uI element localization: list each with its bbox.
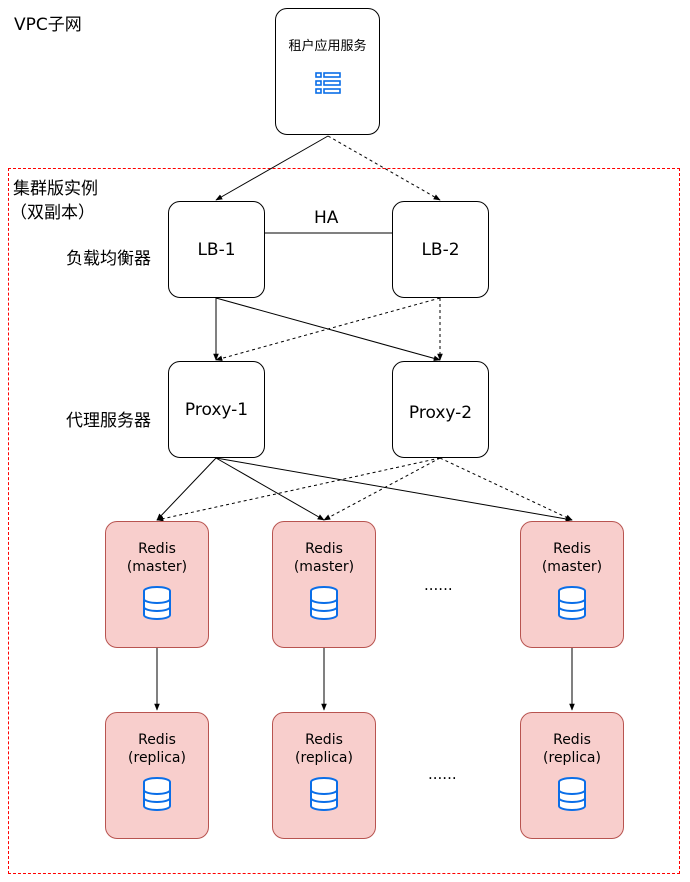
lb-1-node: LB-1 bbox=[168, 201, 265, 298]
lb-2-label: LB-2 bbox=[421, 239, 460, 260]
database-icon bbox=[558, 777, 586, 811]
redis-name: Redis bbox=[305, 541, 343, 557]
ellipsis-masters: ...... bbox=[424, 576, 453, 594]
redis-role: (master) bbox=[126, 559, 188, 575]
ha-label: HA bbox=[314, 208, 339, 228]
edge-lb2-proxy1 bbox=[215, 297, 441, 362]
redis-name: Redis bbox=[305, 732, 343, 748]
ellipsis-replicas: ...... bbox=[428, 765, 457, 783]
edge-proxy1-master3 bbox=[215, 457, 573, 522]
redis-role: (replica) bbox=[128, 750, 186, 766]
redis-name: Redis bbox=[138, 732, 176, 748]
proxy-1-label: Proxy-1 bbox=[184, 399, 249, 420]
tenant-app-service: 租户应用服务 bbox=[275, 8, 380, 135]
cluster-subtitle: （双副本） bbox=[10, 203, 95, 223]
redis-name: Redis bbox=[553, 732, 591, 748]
edge-proxy2-master3 bbox=[439, 457, 573, 521]
redis-name: Redis bbox=[138, 541, 176, 557]
proxy-2-label: Proxy-2 bbox=[408, 402, 473, 423]
redis-master-1: Redis (master) bbox=[105, 521, 209, 648]
edge-proxy2-master1 bbox=[156, 457, 441, 522]
lb-label: 负载均衡器 bbox=[66, 249, 151, 269]
edge-tenant-lb2 bbox=[327, 135, 441, 201]
database-icon bbox=[310, 586, 338, 620]
proxy-2-node: Proxy-2 bbox=[392, 361, 489, 458]
redis-replica-1: Redis (replica) bbox=[105, 712, 209, 839]
list-icon bbox=[314, 72, 341, 94]
redis-role: (replica) bbox=[543, 750, 601, 766]
redis-role: (master) bbox=[293, 559, 355, 575]
redis-role: (master) bbox=[541, 559, 603, 575]
redis-replica-2: Redis (replica) bbox=[272, 712, 376, 839]
database-icon bbox=[143, 777, 171, 811]
lb-1-label: LB-1 bbox=[197, 239, 236, 260]
vpc-label: VPC子网 bbox=[14, 15, 82, 35]
tenant-label: 租户应用服务 bbox=[288, 39, 367, 54]
database-icon bbox=[143, 586, 171, 620]
cluster-boundary bbox=[8, 168, 680, 874]
edge-proxy2-master2 bbox=[323, 457, 441, 521]
cluster-title: 集群版实例 bbox=[13, 179, 98, 199]
redis-master-2: Redis (master) bbox=[272, 521, 376, 648]
database-icon bbox=[558, 586, 586, 620]
proxy-label: 代理服务器 bbox=[66, 411, 151, 431]
lb-2-node: LB-2 bbox=[392, 201, 489, 298]
edge-proxy1-master2 bbox=[215, 457, 325, 521]
redis-master-3: Redis (master) bbox=[520, 521, 624, 648]
redis-replica-3: Redis (replica) bbox=[520, 712, 624, 839]
database-icon bbox=[310, 777, 338, 811]
redis-name: Redis bbox=[553, 541, 591, 557]
proxy-1-node: Proxy-1 bbox=[168, 361, 265, 458]
redis-role: (replica) bbox=[295, 750, 353, 766]
edge-proxy1-master1 bbox=[156, 457, 217, 521]
edge-tenant-lb1 bbox=[215, 135, 329, 201]
